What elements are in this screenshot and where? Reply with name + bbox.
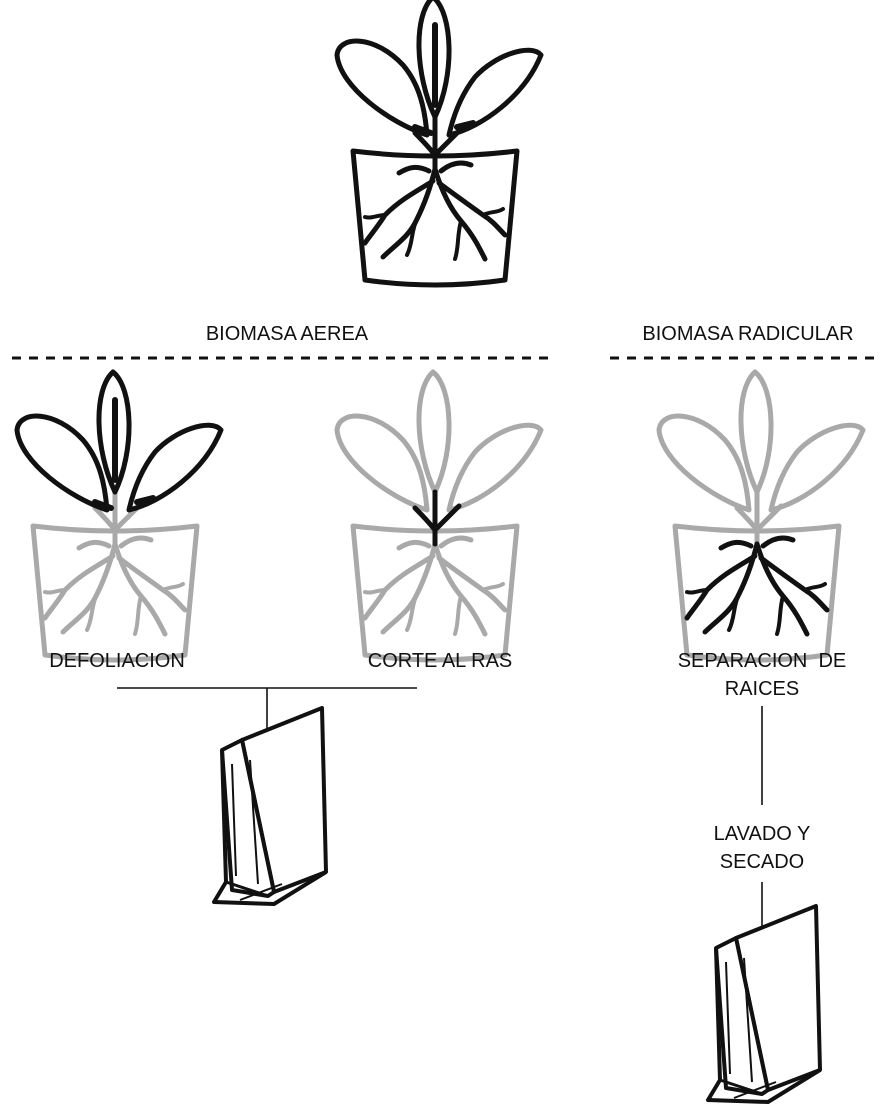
root-separation-label-line2: RAICES (725, 678, 799, 700)
cut-plant-icon (337, 372, 541, 660)
section-aerial-title: BIOMASA AEREA (206, 323, 369, 345)
aerial-sample-bag-icon (212, 706, 328, 906)
defoliation-plant-icon (17, 372, 221, 660)
root-separation-label-line1: SEPARACION DE (678, 650, 847, 672)
cut-label: CORTE AL RAS (368, 650, 513, 672)
section-root-title: BIOMASA RADICULAR (642, 323, 853, 345)
defoliation-label: DEFOLIACION (49, 650, 185, 672)
wash-label-line1: LAVADO Y (714, 823, 811, 845)
root-sample-bag-icon (706, 904, 822, 1104)
full-plant-icon (337, 0, 541, 285)
wash-label-line2: SECADO (720, 851, 804, 873)
root-separation-plant-icon (659, 372, 863, 660)
